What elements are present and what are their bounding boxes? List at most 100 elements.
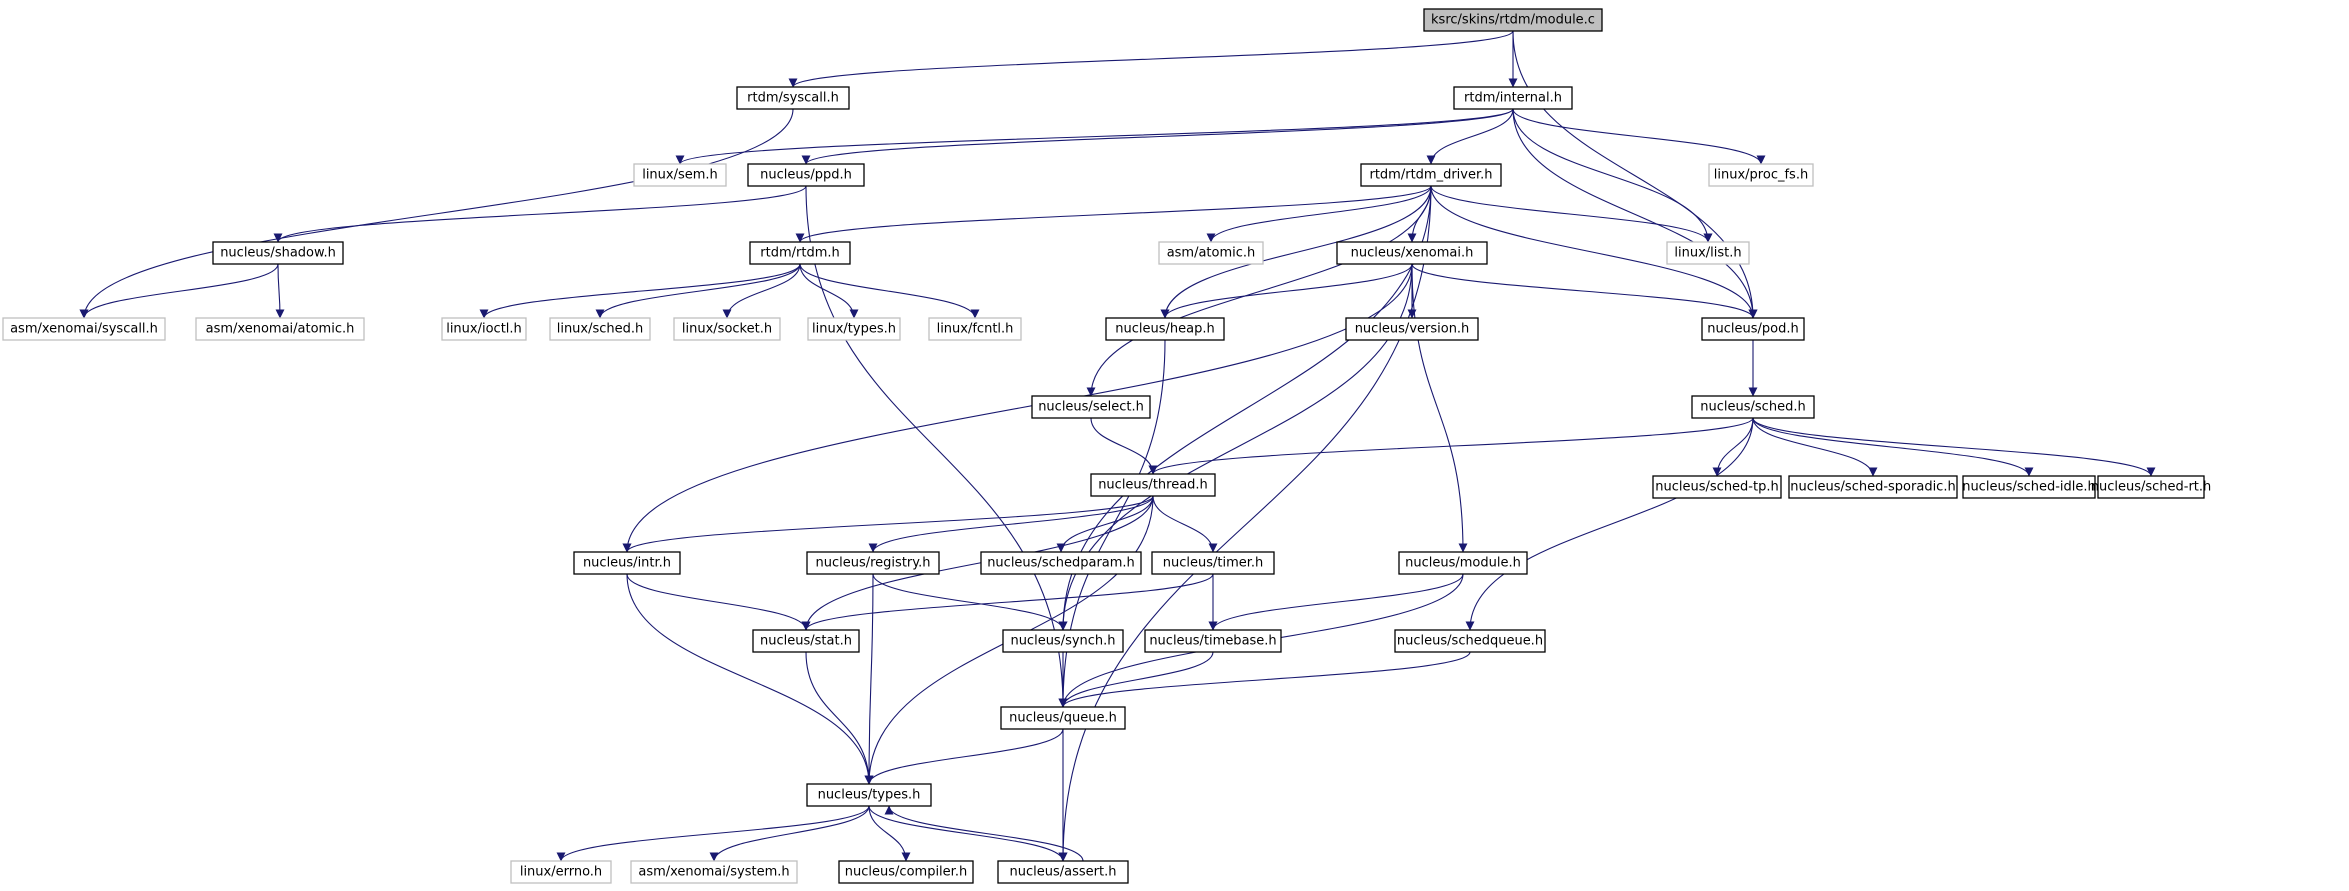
edge-rtdm_h-to-socket [722, 263, 801, 319]
node-queue[interactable]: nucleus/queue.h [1000, 706, 1126, 730]
edge-root-to-pod [1512, 30, 1758, 319]
node-heap[interactable]: nucleus/heap.h [1105, 317, 1225, 341]
node-internal[interactable]: rtdm/internal.h [1453, 86, 1573, 110]
edge-thread-to-registry [868, 495, 1154, 553]
edge-sched-to-schedqueue [1465, 417, 1754, 631]
node-label: nucleus/synch.h [1010, 634, 1115, 649]
node-label: nucleus/module.h [1405, 556, 1521, 571]
edge-rtdm_driver-to-assert [1058, 185, 1432, 862]
node-module[interactable]: nucleus/module.h [1398, 551, 1528, 575]
edge-ppd-to-shadow [273, 185, 807, 243]
node-fcntl: linux/fcntl.h [928, 317, 1022, 341]
node-label: nucleus/version.h [1355, 322, 1470, 337]
node-sched-spo[interactable]: nucleus/sched-sporadic.h [1788, 475, 1958, 499]
edge-xenomai-to-intr [622, 263, 1413, 553]
node-box [1666, 241, 1750, 265]
node-label: linux/errno.h [520, 865, 602, 880]
node-box [549, 317, 651, 341]
node-label: nucleus/heap.h [1115, 322, 1214, 337]
node-box [1701, 317, 1805, 341]
node-sched-tp[interactable]: nucleus/sched-tp.h [1652, 475, 1782, 499]
node-box [1090, 473, 1216, 497]
node-label: nucleus/queue.h [1009, 711, 1117, 726]
node-label: nucleus/xenomai.h [1351, 246, 1474, 261]
edge-xenomai-to-pod [1411, 263, 1758, 319]
node-pod[interactable]: nucleus/pod.h [1701, 317, 1805, 341]
node-label: rtdm/rtdm_driver.h [1369, 168, 1492, 183]
node-ppd[interactable]: nucleus/ppd.h [747, 163, 865, 187]
node-errno: linux/errno.h [510, 860, 612, 884]
node-box [630, 860, 798, 884]
edge-xenomai-to-heap [1160, 263, 1413, 319]
node-sched-idle[interactable]: nucleus/sched-idle.h [1962, 475, 2096, 499]
node-timer[interactable]: nucleus/timer.h [1151, 551, 1275, 575]
node-box [212, 241, 344, 265]
node-timebase[interactable]: nucleus/timebase.h [1144, 629, 1282, 653]
node-label: nucleus/registry.h [816, 556, 931, 571]
node-box [1345, 317, 1479, 341]
node-syscall[interactable]: rtdm/syscall.h [736, 86, 850, 110]
node-label: nucleus/stat.h [760, 634, 852, 649]
node-stat[interactable]: nucleus/stat.h [752, 629, 860, 653]
edge-rtdm_h-to-ioctl [479, 263, 801, 319]
edge-thread-to-timer [1152, 495, 1218, 553]
node-label: rtdm/syscall.h [747, 91, 839, 106]
node-label: nucleus/sched-idle.h [1962, 480, 2096, 495]
node-version[interactable]: nucleus/version.h [1345, 317, 1479, 341]
node-box [1788, 475, 1958, 499]
edge-root-to-syscall [788, 30, 1514, 88]
node-x-syscall: asm/xenomai/syscall.h [2, 317, 166, 341]
node-box [673, 317, 781, 341]
node-label: nucleus/sched-rt.h [2091, 480, 2212, 495]
node-socket: linux/socket.h [673, 317, 781, 341]
node-sched-rt[interactable]: nucleus/sched-rt.h [2091, 475, 2212, 499]
node-box [838, 860, 974, 884]
node-schedqueue[interactable]: nucleus/schedqueue.h [1394, 629, 1546, 653]
node-box [1962, 475, 2096, 499]
edge-ntypes-to-errno [556, 805, 870, 862]
node-assert[interactable]: nucleus/assert.h [997, 860, 1129, 884]
node-box [1394, 629, 1546, 653]
node-box [752, 629, 860, 653]
node-ntypes[interactable]: nucleus/types.h [806, 783, 932, 807]
node-thread[interactable]: nucleus/thread.h [1090, 473, 1216, 497]
node-shadow[interactable]: nucleus/shadow.h [212, 241, 344, 265]
node-box [980, 551, 1142, 575]
edge-internal-to-ppd [801, 108, 1514, 165]
node-rtdm-driver[interactable]: rtdm/rtdm_driver.h [1360, 163, 1502, 187]
node-compiler[interactable]: nucleus/compiler.h [838, 860, 974, 884]
edge-rtdm_h-to-fcntl [799, 263, 980, 319]
edge-timebase-to-queue [1058, 651, 1214, 708]
node-box [806, 551, 940, 575]
node-synch[interactable]: nucleus/synch.h [1002, 629, 1124, 653]
edge-select-to-thread [1090, 417, 1158, 475]
edge-rtdm_driver-to-asm_atomic [1206, 185, 1432, 243]
node-box [1000, 706, 1126, 730]
node-box [1398, 551, 1528, 575]
node-label: nucleus/schedparam.h [987, 556, 1135, 571]
node-registry[interactable]: nucleus/registry.h [806, 551, 940, 575]
edge-intr-to-stat [626, 573, 811, 631]
node-label: nucleus/shadow.h [220, 246, 336, 261]
node-ltypes: linux/types.h [807, 317, 901, 341]
node-schedparam[interactable]: nucleus/schedparam.h [980, 551, 1142, 575]
node-box [2097, 475, 2205, 499]
node-label: nucleus/sched-sporadic.h [1790, 480, 1955, 495]
node-label: asm/xenomai/system.h [638, 865, 789, 880]
node-rtdm-h[interactable]: rtdm/rtdm.h [749, 241, 851, 265]
node-label: rtdm/internal.h [1464, 91, 1562, 106]
node-intr[interactable]: nucleus/intr.h [573, 551, 681, 575]
edge-rtdm_driver-to-select [1086, 185, 1432, 397]
edge-stat-to-ntypes [805, 651, 874, 785]
edge-rtdm_driver-to-heap [1160, 185, 1432, 319]
node-sched[interactable]: nucleus/sched.h [1691, 395, 1815, 419]
node-root[interactable]: ksrc/skins/rtdm/module.c [1423, 8, 1603, 32]
edge-ntypes-to-system [709, 805, 870, 862]
node-label: nucleus/intr.h [583, 556, 671, 571]
node-select[interactable]: nucleus/select.h [1031, 395, 1151, 419]
node-box [1691, 395, 1815, 419]
edge-rtdm_driver-to-list [1430, 185, 1713, 243]
node-xenomai[interactable]: nucleus/xenomai.h [1336, 241, 1488, 265]
node-label: nucleus/sched.h [1700, 400, 1805, 415]
edge-internal-to-sem [675, 108, 1514, 165]
